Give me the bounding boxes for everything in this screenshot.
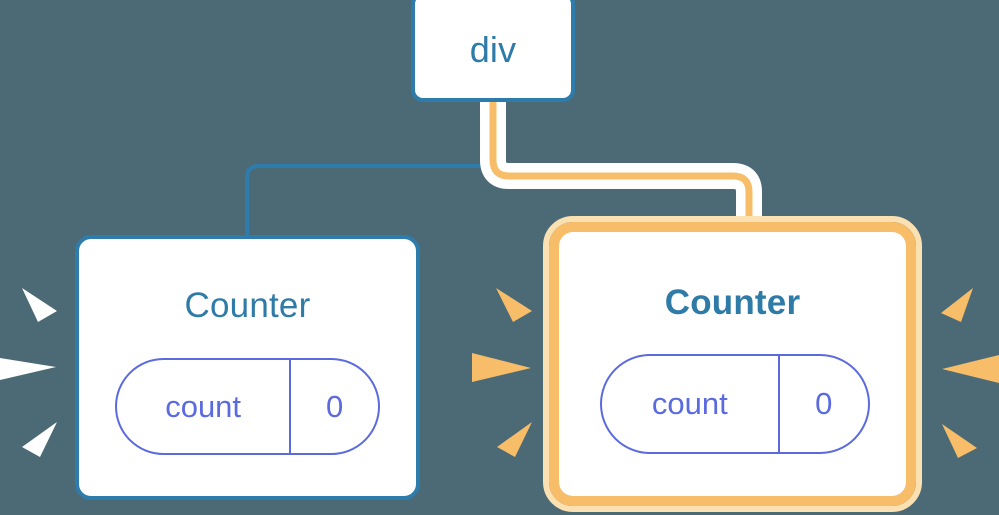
connector-div-to-counter-right [489, 100, 753, 248]
prop-pill-count-left[interactable]: count 0 [115, 358, 380, 455]
sparkle-ray-icon [942, 355, 999, 383]
prop-pill-key: count [165, 388, 242, 424]
node-counter-left-label: Counter [184, 286, 311, 325]
node-div-label: div [469, 29, 517, 70]
sparkle-ray-icon [942, 424, 977, 458]
prop-pill-value: 0 [289, 360, 378, 453]
sparkle-ray-icon [22, 422, 57, 457]
sparkle-ray-icon [0, 358, 56, 380]
node-div[interactable]: div [411, 0, 575, 102]
sparkle-group-left [0, 288, 57, 457]
node-counter-right-label: Counter [664, 283, 801, 322]
sparkle-ray-icon [472, 353, 531, 382]
sparkle-ray-icon [496, 288, 532, 322]
prop-pill-value: 0 [777, 356, 868, 452]
sparkle-group-right [941, 288, 999, 458]
prop-pill-key: count [651, 386, 728, 421]
sparkle-ray-icon [497, 422, 532, 457]
node-counter-right-glow [543, 216, 922, 512]
prop-pill-count-right[interactable]: count 0 [600, 354, 870, 454]
sparkle-group-middle [472, 288, 532, 457]
sparkle-ray-icon [941, 288, 973, 322]
sparkle-ray-icon [22, 288, 57, 322]
